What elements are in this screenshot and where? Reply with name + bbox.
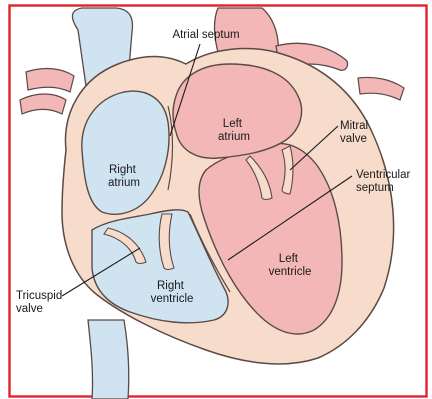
label-right-atrium: Right atrium	[108, 164, 140, 189]
label-right-ventricle: Right ventricle	[151, 280, 194, 305]
label-tricuspid-valve: Tricuspid valve	[16, 290, 65, 315]
label-mitral-valve: Mitral valve	[340, 120, 371, 145]
label-left-atrium: Left atrium	[218, 118, 250, 143]
label-ventricular-septum: Ventricular septum	[356, 169, 414, 194]
label-atrial-septum: Atrial septum	[172, 29, 239, 41]
